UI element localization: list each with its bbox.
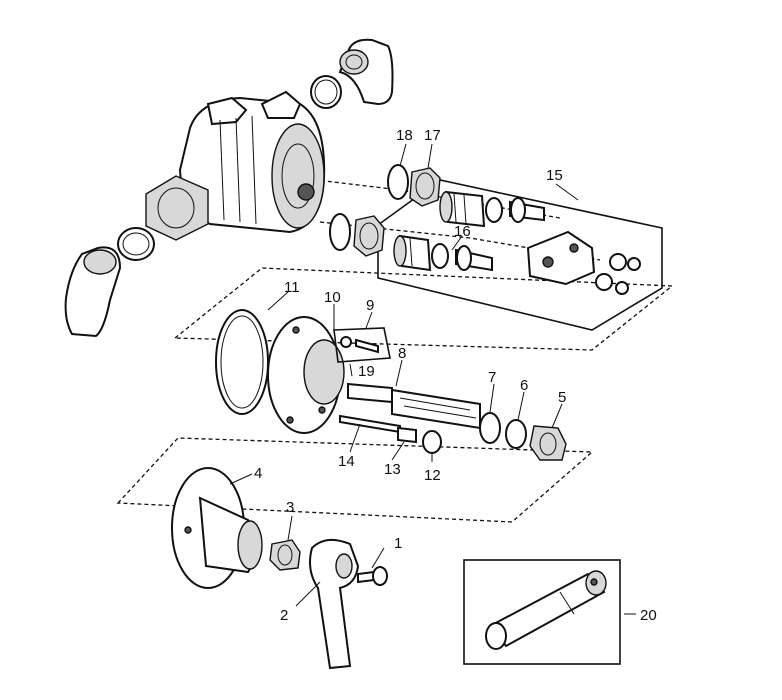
sleeve-13 xyxy=(397,426,417,444)
assembly-box-lower xyxy=(116,437,594,523)
flange-10 xyxy=(267,316,345,434)
o-ring-11 xyxy=(215,309,269,415)
o-ring-left-inner xyxy=(122,232,150,256)
o-ring-side xyxy=(329,213,351,251)
small-fittings xyxy=(595,253,641,295)
valve-body xyxy=(145,90,326,241)
callout-5: 5 xyxy=(558,389,566,406)
tool-box-20 xyxy=(463,559,621,665)
o-ring-top xyxy=(310,75,342,109)
o-ring-18 xyxy=(387,164,409,200)
callout-9: 9 xyxy=(366,297,374,314)
callout-6: 6 xyxy=(520,377,528,394)
lever-bracket xyxy=(526,230,596,286)
nut-side xyxy=(353,215,385,257)
adapter-3 xyxy=(269,539,301,571)
screw-1 xyxy=(357,566,388,586)
tool-20 xyxy=(485,570,607,650)
o-ring-11-inner xyxy=(220,315,264,409)
callout-20: 20 xyxy=(640,607,657,624)
callout-18: 18 xyxy=(396,127,413,144)
ring-7 xyxy=(479,412,501,444)
callout-10: 10 xyxy=(324,289,341,306)
elbow-top xyxy=(338,38,394,106)
screw-19 xyxy=(340,336,379,354)
cartridge-upper xyxy=(439,190,545,228)
assembly-box-middle xyxy=(173,267,674,351)
escutcheon-4 xyxy=(171,467,263,589)
callout-15: 15 xyxy=(546,167,563,184)
callout-3: 3 xyxy=(286,499,294,516)
screw-kit-9 xyxy=(333,327,391,363)
handle-2 xyxy=(309,538,360,670)
elbow-left xyxy=(64,246,122,338)
callout-11: 11 xyxy=(284,279,300,296)
leader-lines xyxy=(229,143,636,615)
shaft-8 xyxy=(347,382,481,430)
nut-5 xyxy=(529,425,567,461)
callout-4: 4 xyxy=(254,465,262,482)
callout-19: 19 xyxy=(358,363,375,380)
callout-8: 8 xyxy=(398,345,406,362)
callout-labels: 1 2 3 4 5 6 7 8 9 10 11 12 13 14 15 16 1… xyxy=(254,127,657,624)
nut-17 xyxy=(409,167,441,207)
plug-12 xyxy=(422,430,442,454)
callout-1: 1 xyxy=(394,535,402,552)
cartridge-lower xyxy=(393,234,493,272)
pin-14 xyxy=(339,414,401,434)
o-ring-top-inner xyxy=(314,79,338,105)
callout-13: 13 xyxy=(384,461,401,478)
callout-16: 16 xyxy=(454,223,471,240)
callout-14: 14 xyxy=(338,453,355,470)
callout-2: 2 xyxy=(280,607,288,624)
callout-7: 7 xyxy=(488,369,496,386)
callout-17: 17 xyxy=(424,127,441,144)
bushing-6 xyxy=(505,419,527,449)
callout-12: 12 xyxy=(424,467,441,484)
